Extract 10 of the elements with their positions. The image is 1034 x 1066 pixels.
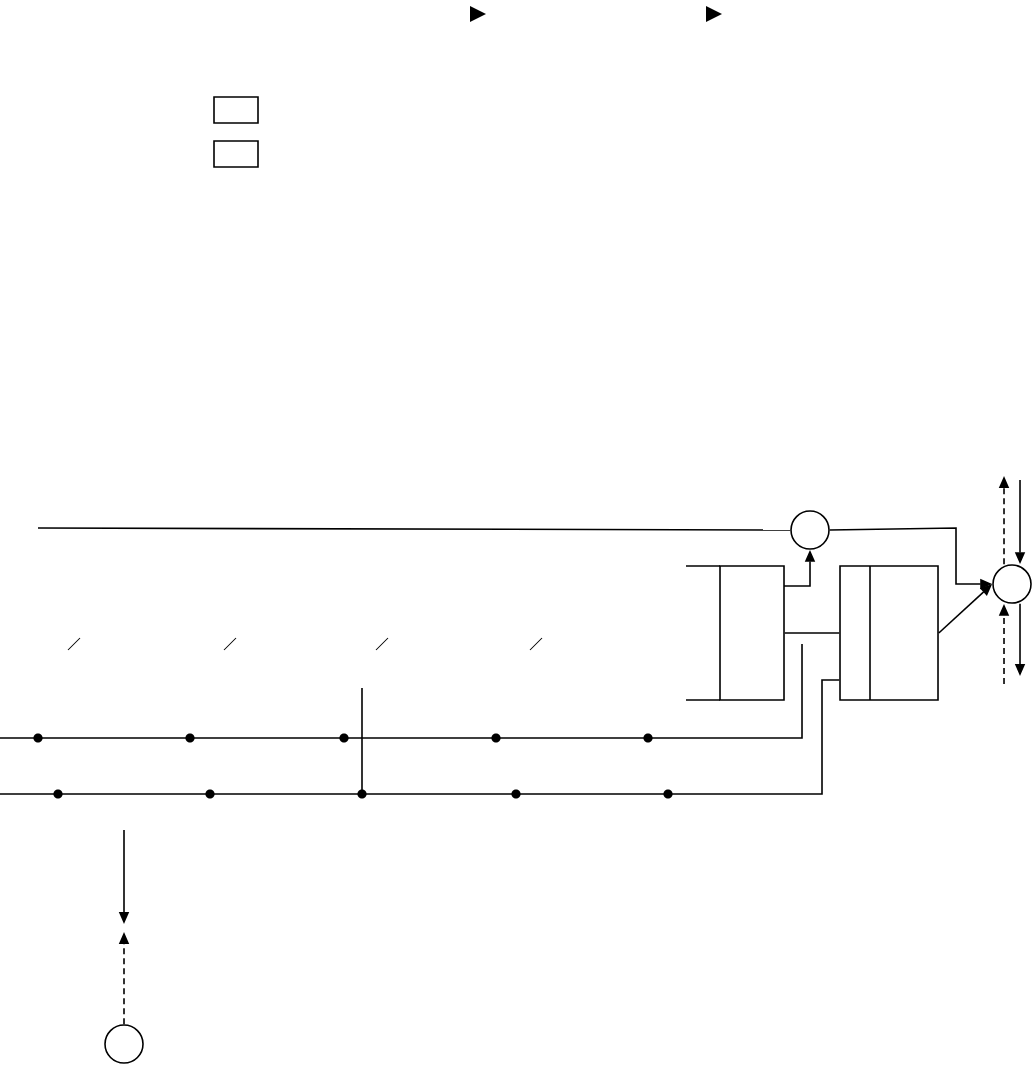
block-box xyxy=(685,565,785,701)
block-box xyxy=(839,565,939,701)
summing-circle xyxy=(790,510,830,550)
connector-line xyxy=(37,527,791,531)
summing-circle xyxy=(992,564,1032,604)
connector-line xyxy=(0,679,840,795)
connector-line xyxy=(784,632,840,634)
summing-circle xyxy=(104,1024,144,1064)
legend-box xyxy=(213,96,259,124)
legend-box xyxy=(213,140,259,168)
